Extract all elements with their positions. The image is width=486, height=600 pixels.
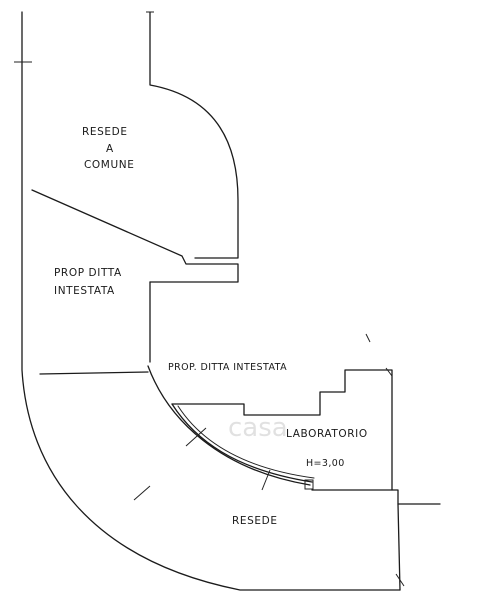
tick-left-curve — [133, 485, 151, 501]
resede-common-boundary — [149, 11, 239, 259]
prop-left-bottom-line — [39, 371, 149, 375]
diagonal-divider — [31, 189, 239, 283]
label-height: H=3,00 — [306, 458, 345, 469]
right-lower-boundary — [397, 503, 401, 591]
tick-right-mid — [365, 333, 371, 343]
tick-right-top — [385, 367, 393, 377]
label-prop-left-1: PROP DITTA — [54, 267, 122, 279]
inner-curve — [147, 365, 311, 486]
laboratorio-front-wall-inner — [177, 405, 315, 479]
column — [304, 479, 314, 490]
watermark-text: casa — [228, 413, 288, 443]
label-resede-bottom: RESEDE — [232, 515, 278, 527]
label-resede-common-1: RESEDE — [82, 126, 128, 138]
right-boundary — [391, 489, 441, 505]
laboratorio-outline — [171, 369, 393, 491]
label-prop-left-2: INTESTATA — [54, 285, 115, 297]
tick-front-wall — [261, 469, 271, 491]
tick-inner-curve — [185, 427, 207, 447]
label-resede-common-2: A — [106, 143, 114, 155]
laboratorio-front-wall — [171, 403, 313, 483]
label-laboratorio: LABORATORIO — [286, 428, 368, 440]
label-prop-center: PROP. DITTA INTESTATA — [168, 362, 287, 373]
label-resede-common-3: COMUNE — [84, 159, 134, 171]
tick-bottom-right — [395, 573, 405, 587]
outer-boundary — [21, 11, 401, 591]
